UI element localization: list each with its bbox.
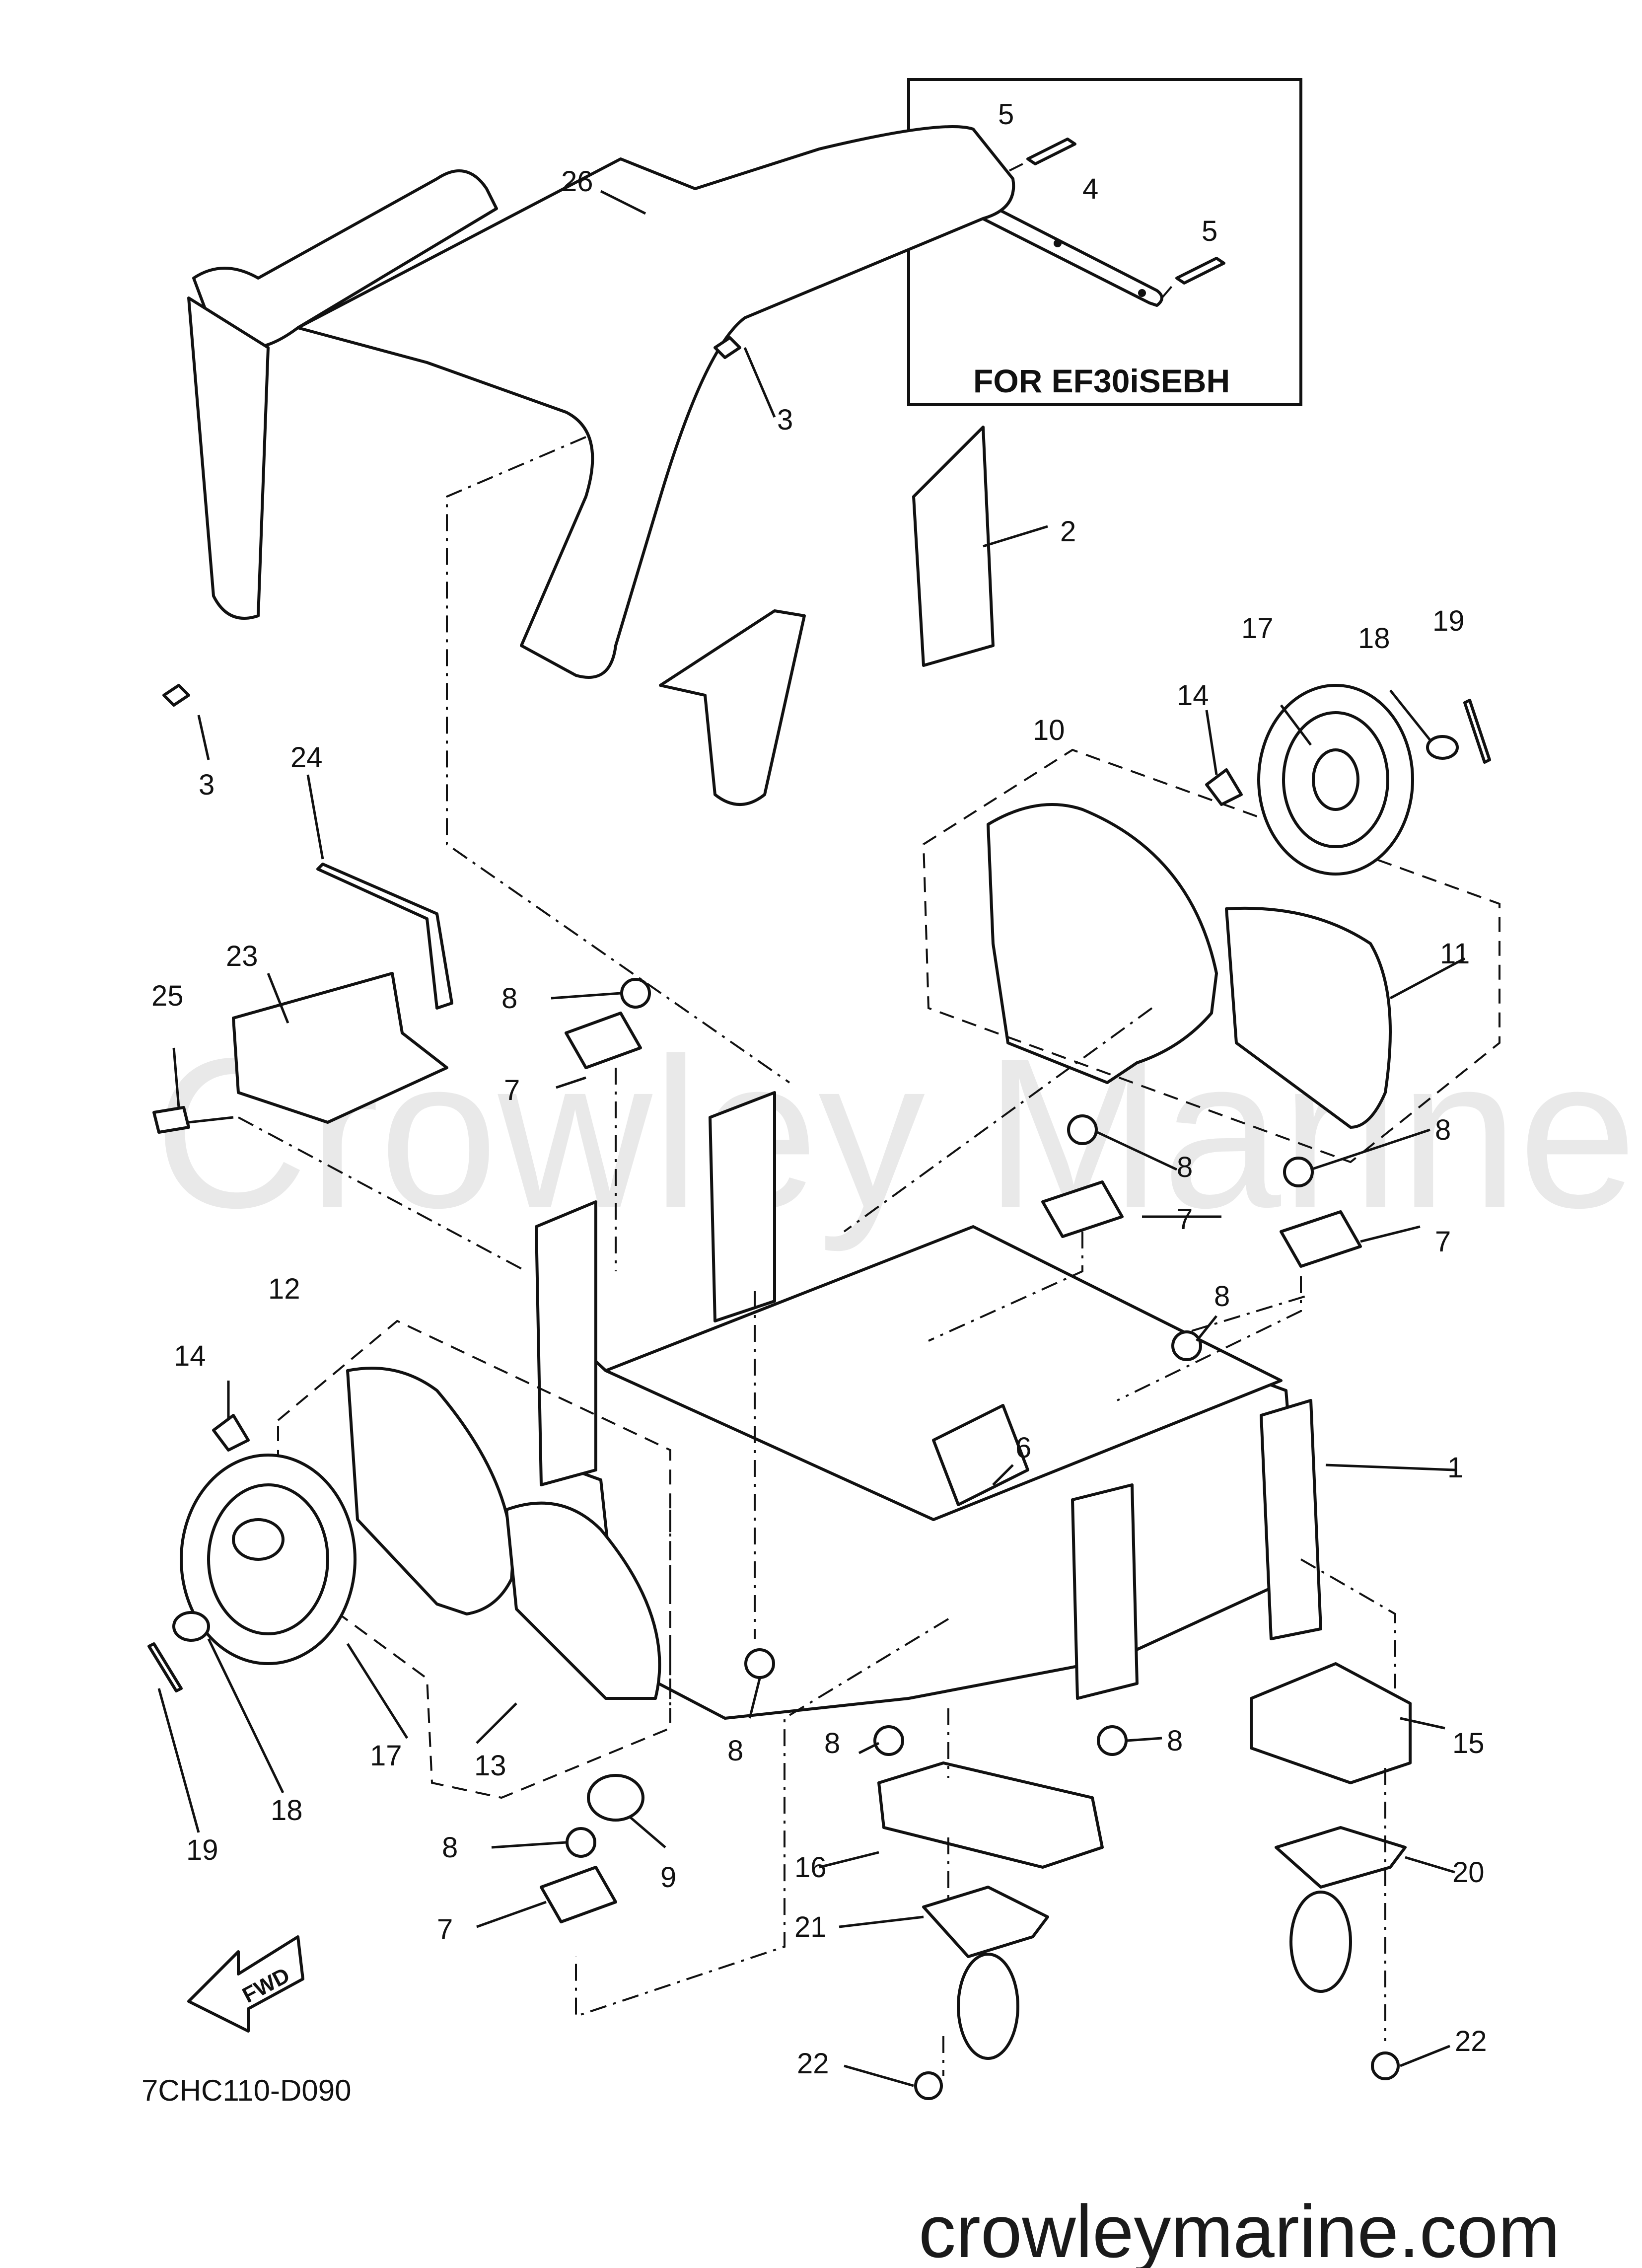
- callout-22-right: 22: [1455, 2025, 1487, 2057]
- callout-23: 23: [226, 940, 258, 972]
- part-10-right-cover: [922, 748, 1500, 1164]
- part-9-plug: [587, 1774, 644, 1822]
- callout-14-left: 14: [174, 1340, 206, 1372]
- part-6: [932, 1404, 1029, 1506]
- callout-25: 25: [151, 980, 184, 1012]
- callout-8-e: 8: [727, 1735, 743, 1767]
- part-21-caster-left: [922, 1886, 1049, 2060]
- callout-8-f: 8: [824, 1727, 840, 1759]
- callout-2: 2: [1060, 515, 1076, 548]
- callout-6: 6: [1015, 1432, 1031, 1464]
- part-18-washer-left: [172, 1611, 210, 1642]
- assembly-lines: [238, 436, 1396, 2076]
- inset-title: FOR EF30iSEBH: [973, 363, 1230, 399]
- part-23-bracket: [152, 863, 453, 1134]
- callout-17-right: 17: [1241, 612, 1274, 645]
- part-25-bolt: [152, 1106, 190, 1134]
- callout-8-g: 8: [1167, 1725, 1183, 1757]
- callout-19-right: 19: [1432, 605, 1465, 637]
- callout-20: 20: [1452, 1856, 1485, 1889]
- part-3-bolt-top: [714, 336, 741, 359]
- rivet-part-5-top: [1026, 138, 1076, 165]
- part-15-bracket: [1250, 1662, 1412, 1784]
- callout-18-right: 18: [1358, 622, 1390, 655]
- callout-7-c: 7: [1435, 1226, 1451, 1258]
- part-2-frame: [187, 125, 1015, 806]
- callout-17-left: 17: [370, 1740, 402, 1772]
- mount-parts: [162, 336, 1400, 2100]
- callout-24: 24: [290, 741, 323, 774]
- callout-inset-4: 4: [1082, 173, 1098, 205]
- callout-3-top: 3: [777, 404, 793, 436]
- part-18-washer-right: [1426, 735, 1459, 760]
- callout-10: 10: [1033, 714, 1065, 746]
- leader-lines: [157, 190, 1466, 2087]
- part-19-pin-right: [1463, 699, 1491, 764]
- callout-3-left: 3: [199, 769, 214, 801]
- callout-14-right: 14: [1177, 679, 1209, 712]
- callout-18-left: 18: [271, 1794, 303, 1827]
- callout-7-d: 7: [437, 1913, 453, 1946]
- website-url: crowleymarine.com: [919, 2190, 1560, 2268]
- part-1-chassis: [535, 1091, 1322, 1720]
- callout-16: 16: [794, 1851, 827, 1884]
- part-16-bracket: [877, 1761, 1104, 1869]
- callout-7-a: 7: [504, 1074, 520, 1106]
- part-20-caster-right: [1275, 1826, 1407, 1993]
- callout-8-a: 8: [501, 982, 517, 1015]
- callout-21: 21: [794, 1911, 827, 1943]
- callout-1: 1: [1447, 1452, 1463, 1484]
- part-19-pin-left: [147, 1642, 183, 1692]
- callout-22-left: 22: [797, 2048, 829, 2080]
- callout-13: 13: [474, 1750, 506, 1782]
- callout-9: 9: [660, 1861, 676, 1894]
- fwd-arrow-icon: FWD: [187, 1935, 304, 2033]
- part-3-bolt-left: [162, 684, 190, 707]
- callout-inset-5-bottom: 5: [1202, 215, 1217, 247]
- callout-8-h: 8: [442, 1831, 458, 1864]
- callout-8-c: 8: [1435, 1114, 1451, 1146]
- callout-19-left: 19: [186, 1834, 218, 1866]
- diagram-part-code: 7CHC110-D090: [142, 2074, 351, 2107]
- callout-8-d: 8: [1214, 1280, 1230, 1313]
- part-24-strap: [316, 863, 453, 1010]
- callout-26: 26: [561, 165, 593, 198]
- callout-12: 12: [268, 1273, 300, 1305]
- rivet-part-5-bottom: [1175, 257, 1225, 285]
- callout-8-b: 8: [1177, 1151, 1193, 1183]
- callout-7-b: 7: [1177, 1203, 1193, 1236]
- callout-inset-5-top: 5: [998, 98, 1014, 131]
- part-17-right-wheel: [1257, 684, 1491, 876]
- callout-15: 15: [1452, 1727, 1485, 1759]
- callout-11: 11: [1440, 938, 1470, 970]
- part-17-left-wheel: [147, 1454, 357, 1692]
